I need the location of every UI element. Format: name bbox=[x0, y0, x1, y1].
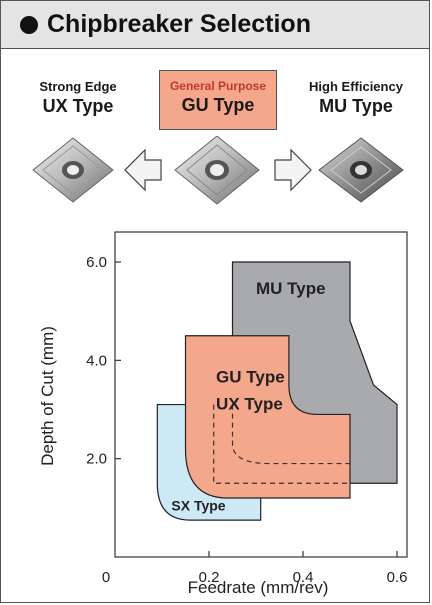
type-gu: General Purpose GU Type bbox=[159, 70, 277, 130]
insert-images bbox=[32, 136, 404, 205]
arrow-left-icon bbox=[124, 148, 162, 192]
x-tick-label: 0 bbox=[102, 569, 110, 586]
label-gu-type: GU Type bbox=[216, 367, 285, 386]
y-tick-label: 6.0 bbox=[86, 254, 107, 271]
region-gu-type bbox=[184, 335, 351, 499]
region-ux-type-inner bbox=[231, 404, 350, 465]
chipbreaker-chart: 0 0.2 0.4 0.6 2.0 4.0 6.0 MU Type GU Type UX Typ… bbox=[38, 231, 408, 597]
type-mu-name: MU Type bbox=[319, 96, 393, 116]
type-gu-subtitle: General Purpose bbox=[169, 79, 267, 93]
x-axis-title: Feedrate (mm/rev) bbox=[188, 578, 329, 597]
type-ux: Strong Edge UX Type bbox=[19, 79, 137, 117]
label-mu-type: MU Type bbox=[256, 279, 326, 298]
y-tick-label: 2.0 bbox=[86, 451, 107, 468]
insert-gu-icon bbox=[174, 136, 260, 205]
type-mu-subtitle: High Efficiency bbox=[309, 79, 403, 94]
type-gu-name: GU Type bbox=[181, 95, 255, 115]
y-axis-title: Depth of Cut (mm) bbox=[38, 326, 57, 466]
label-ux-type: UX Type bbox=[216, 395, 283, 414]
y-tick-label: 4.0 bbox=[86, 352, 107, 369]
bullet-icon bbox=[20, 16, 38, 34]
x-tick-label: 0.6 bbox=[387, 569, 408, 586]
panel-title: Chipbreaker Selection bbox=[47, 10, 311, 38]
insert-ux-icon bbox=[32, 137, 114, 203]
arrow-right-icon bbox=[274, 148, 312, 192]
type-mu: High Efficiency MU Type bbox=[291, 79, 421, 117]
insert-mu-icon bbox=[318, 137, 404, 203]
x-tick-label: 0.4 bbox=[293, 569, 314, 586]
x-tick-label: 0.2 bbox=[199, 569, 220, 586]
type-ux-subtitle: Strong Edge bbox=[39, 79, 117, 94]
panel-header: Chipbreaker Selection bbox=[1, 1, 429, 49]
type-ux-name: UX Type bbox=[42, 96, 114, 116]
label-sx-type: SX Type bbox=[171, 497, 225, 513]
